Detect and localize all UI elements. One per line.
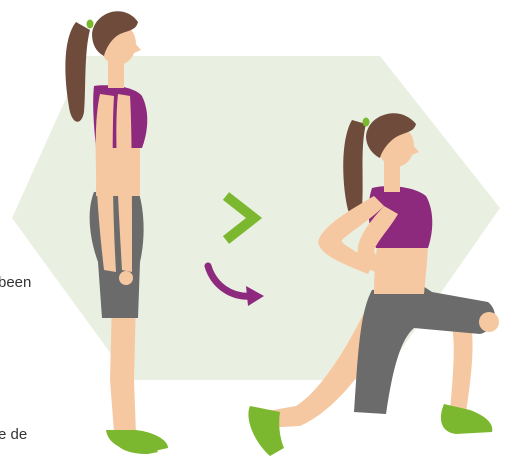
side-text-line-1: been <box>0 274 31 291</box>
side-text-line-2: e de <box>0 426 27 443</box>
